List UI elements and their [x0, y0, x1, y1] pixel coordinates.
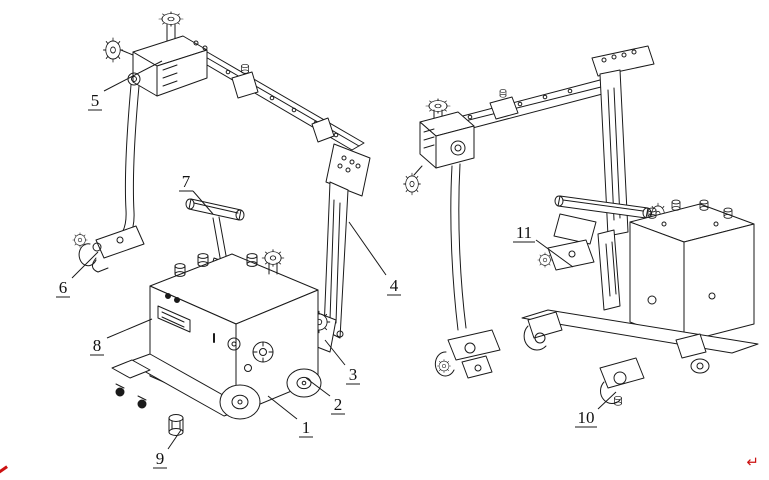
left-machine-view	[72, 11, 371, 436]
callout-leader-2	[305, 377, 331, 397]
callout-leader-10	[597, 391, 617, 410]
callout-number-8: 8	[93, 336, 102, 355]
callout-leader-6	[71, 251, 99, 279]
callout-leader-8	[106, 318, 153, 339]
callout-number-11: 11	[516, 223, 532, 242]
right-undercarriage	[521, 309, 759, 406]
callout-number-9: 9	[156, 449, 165, 468]
callout-leader-1	[267, 395, 298, 420]
callout-number-1: 1	[302, 418, 311, 437]
callout-1: 1	[267, 395, 313, 438]
left-strap-and-hook	[72, 84, 145, 273]
callout-11: 11	[513, 223, 574, 268]
left-top-clamp	[102, 11, 208, 97]
left-beam	[189, 48, 365, 151]
right-machine-view	[403, 45, 759, 406]
callout-3: 3	[324, 339, 360, 385]
callout-6: 6	[56, 251, 99, 298]
callout-number-7: 7	[182, 172, 191, 191]
callout-number-6: 6	[59, 278, 68, 297]
callout-number-10: 10	[578, 408, 595, 427]
callout-leader-11	[535, 239, 574, 268]
right-handle-assembly	[537, 195, 667, 311]
callout-layer: 5 6 7 8 9 1 23 4 11 10	[56, 60, 617, 469]
callout-number-3: 3	[349, 365, 358, 384]
callout-9: 9	[153, 429, 182, 469]
callout-10: 10	[575, 391, 617, 428]
callout-4: 4	[348, 221, 401, 296]
callout-number-4: 4	[390, 276, 399, 295]
callout-7: 7	[179, 172, 214, 215]
right-strap-and-hook	[434, 163, 501, 379]
paragraph-return-mark: ↵	[746, 454, 759, 471]
left-bottom-knob	[168, 414, 184, 436]
callout-leader-9	[167, 429, 182, 450]
callout-number-5: 5	[91, 91, 100, 110]
left-undercarriage	[111, 353, 322, 420]
callout-leader-7	[192, 190, 214, 215]
callout-leader-3	[324, 339, 346, 366]
right-body	[629, 199, 755, 343]
callout-5: 5	[88, 60, 163, 111]
callout-leader-5	[103, 60, 163, 92]
right-top-clamp	[403, 98, 475, 196]
right-column	[591, 45, 655, 237]
callout-number-2: 2	[334, 395, 343, 414]
callout-leader-4	[348, 221, 387, 276]
left-column	[323, 143, 371, 339]
callout-8: 8	[90, 318, 153, 356]
callout-2: 2	[305, 377, 345, 415]
